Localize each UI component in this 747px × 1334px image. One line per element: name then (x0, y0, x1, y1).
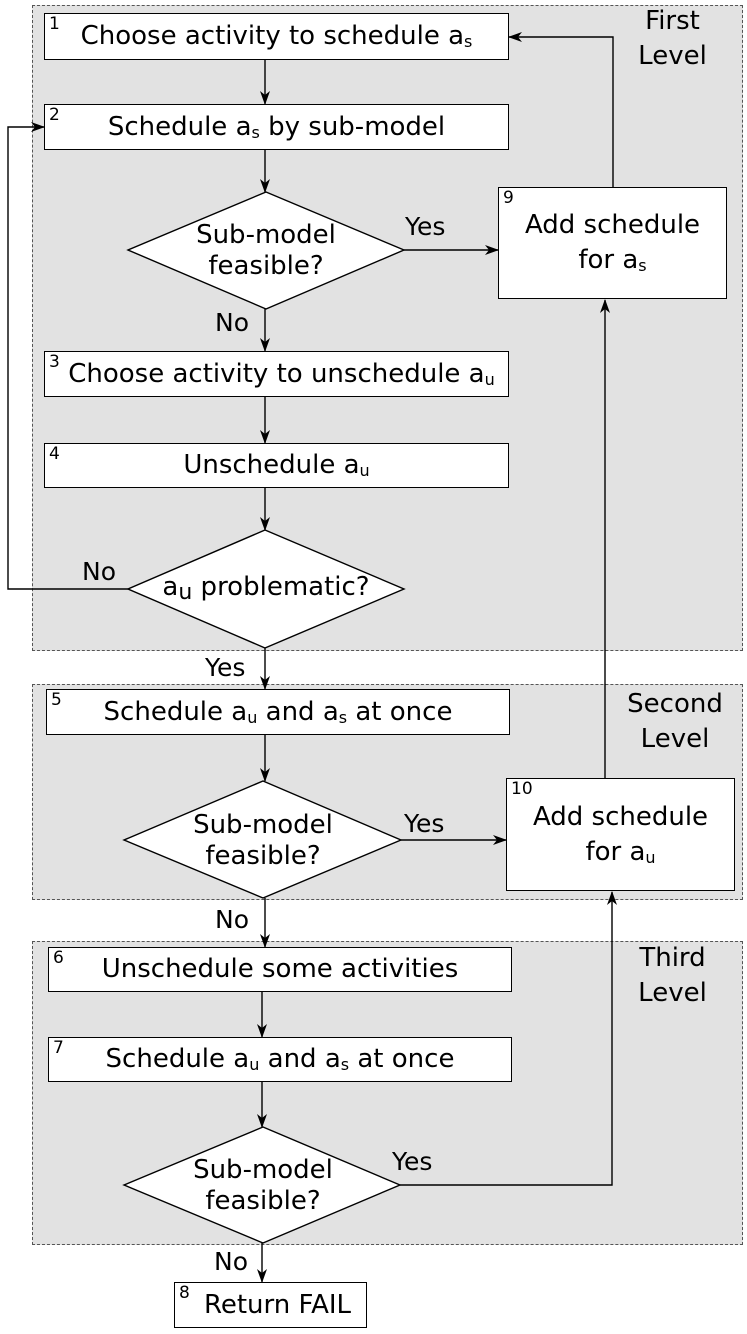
step-7-number: 7 (53, 1038, 64, 1058)
step-8-box: 8 Return FAIL (174, 1282, 367, 1328)
arrow-d2-no-loop-to-2 (7, 122, 128, 590)
step-6-box: 6 Unschedule some activities (48, 947, 512, 992)
step-7-label: Schedule au and as at once (105, 1044, 455, 1074)
second-level-title: Second Level (627, 689, 723, 754)
first-level-title: First Level (638, 6, 707, 71)
step-3-label: Choose activity to unschedule au (68, 358, 495, 389)
decision-4-text: Sub-model feasible? (193, 1155, 333, 1216)
step-2-number: 2 (49, 105, 60, 125)
step-10-label: Add schedule for au (532, 801, 709, 867)
decision-2-diamond (126, 529, 406, 649)
arrow-9-to-1 (508, 32, 614, 187)
arrow-d4-yes-to-10 (400, 891, 617, 1186)
decision-2-no-label: No (82, 557, 116, 586)
step-5-box: 5 Schedule au and as at once (46, 689, 510, 735)
decision-1-yes-label: Yes (405, 212, 446, 241)
step-6-number: 6 (53, 948, 64, 968)
step-5-label: Schedule au and as at once (103, 696, 453, 727)
decision-1-text: Sub-model feasible? (196, 220, 336, 281)
decision-2-text: au problematic? (162, 572, 370, 605)
step-8-label: Return FAIL (203, 1289, 352, 1320)
step-3-box: 3 Choose activity to unschedule au (44, 351, 509, 397)
step-6-label: Unschedule some activities (101, 954, 459, 984)
decision-3-text: Sub-model feasible? (193, 810, 333, 871)
step-8-number: 8 (179, 1283, 190, 1303)
step-10-number: 10 (511, 779, 533, 799)
decision-4-no-label: No (214, 1247, 248, 1276)
decision-3-no-label: No (215, 905, 249, 934)
third-level-title: Third Level (638, 943, 707, 1008)
step-4-label: Unschedule au (183, 450, 370, 480)
step-4-box: 4 Unschedule au (44, 443, 509, 488)
step-9-box: 9 Add schedule for as (498, 187, 727, 299)
decision-1-no-label: No (215, 308, 249, 337)
step-5-number: 5 (51, 690, 62, 710)
decision-4-diamond (122, 1126, 402, 1244)
step-1-number: 1 (49, 14, 60, 34)
decision-1-diamond (126, 191, 406, 310)
step-3-number: 3 (49, 352, 60, 372)
step-4-number: 4 (49, 444, 60, 464)
decision-3-diamond (122, 780, 403, 899)
decision-4-yes-label: Yes (392, 1147, 433, 1176)
step-2-box: 2 Schedule as by sub-model (44, 104, 509, 150)
decision-2-yes-label: Yes (205, 653, 246, 682)
step-1-label: Choose activity to schedule as (80, 21, 473, 51)
step-9-number: 9 (503, 188, 514, 208)
step-10-box: 10 Add schedule for au (506, 778, 735, 891)
step-2-label: Schedule as by sub-model (107, 111, 446, 142)
step-1-box: 1 Choose activity to schedule as (44, 13, 509, 60)
decision-3-yes-label: Yes (404, 809, 445, 838)
step-9-label: Add schedule for as (524, 210, 701, 275)
step-7-box: 7 Schedule au and as at once (48, 1037, 512, 1082)
